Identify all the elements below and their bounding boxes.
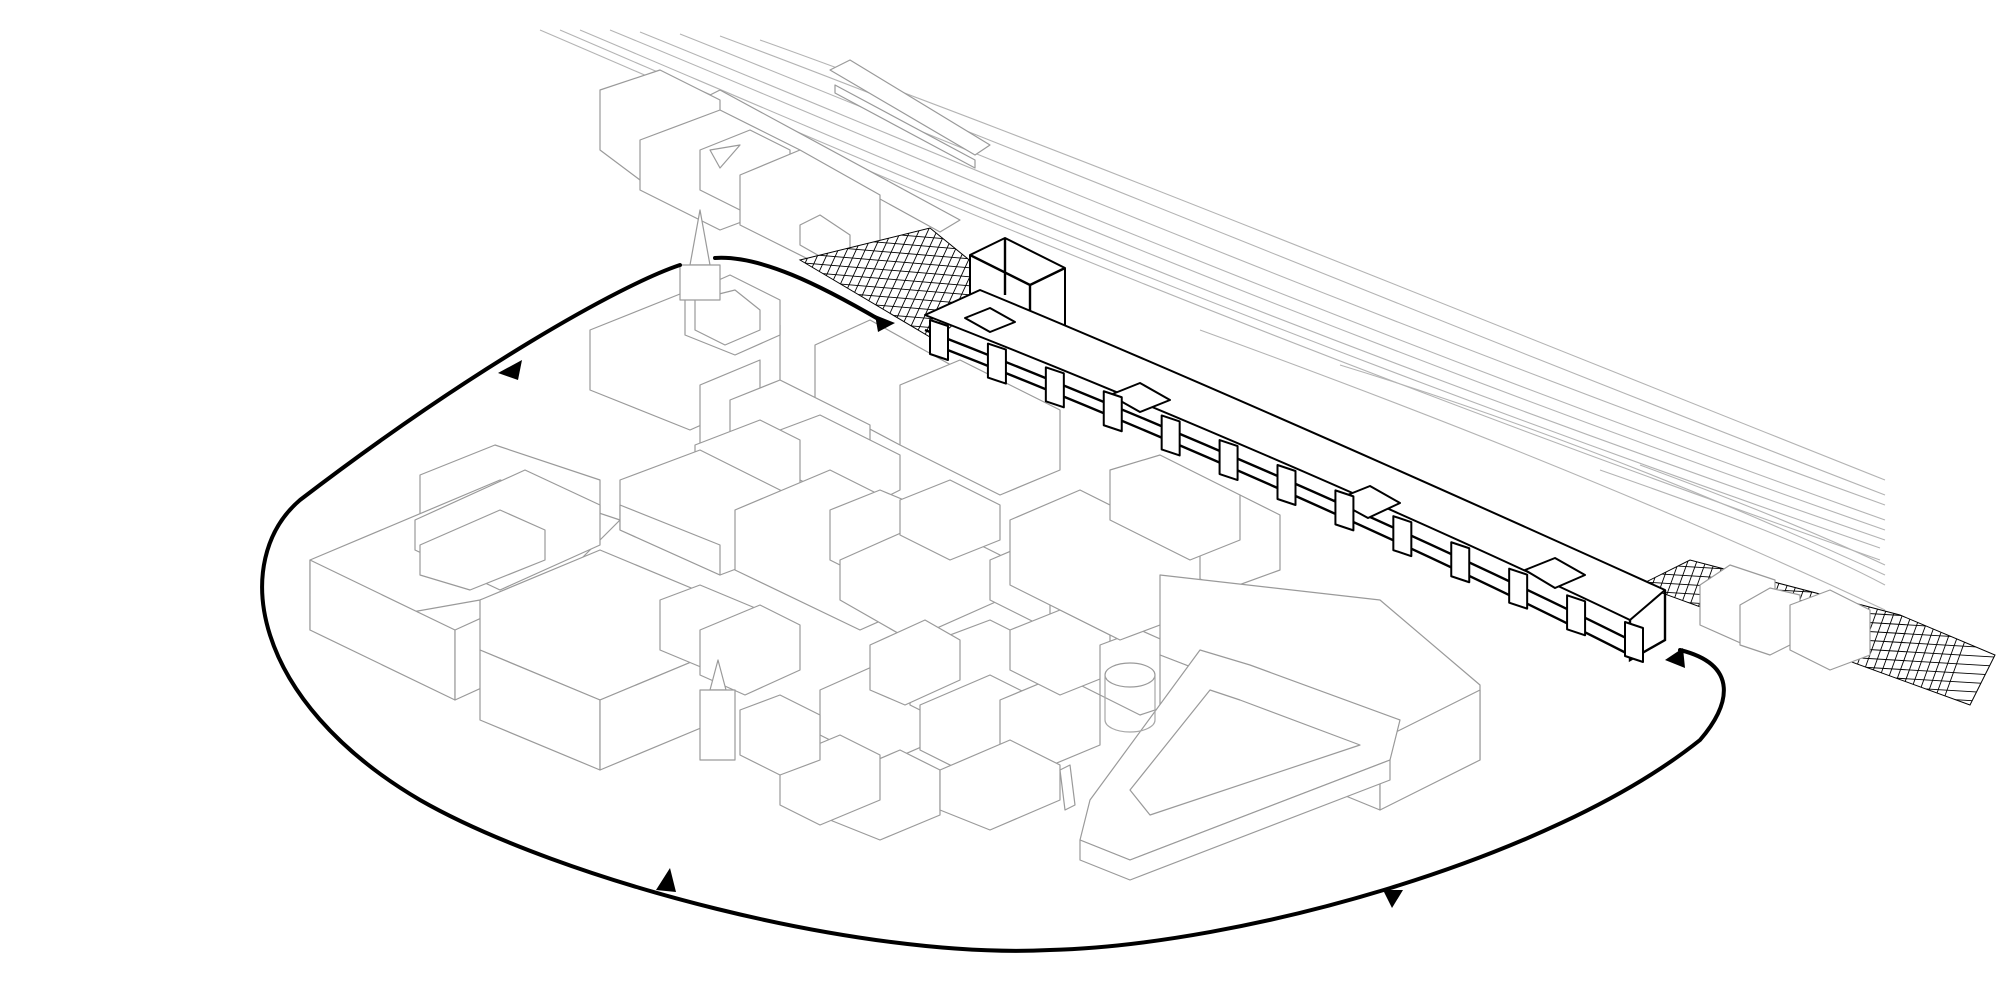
project-pier [1160, 414, 1181, 457]
project-pier [929, 319, 949, 361]
project-pier [1508, 567, 1529, 610]
station-platforms [699, 59, 991, 233]
right-context-buildings [1699, 564, 1871, 671]
project-piers [929, 319, 1644, 663]
plaza-left-hatch-line [800, 300, 1000, 332]
project-pier [1624, 621, 1644, 663]
project-pier [1334, 489, 1355, 532]
roof-courtyard-4 [1524, 557, 1586, 589]
plaza-left-hatch-line [800, 237, 1000, 269]
plaza-left-hatch-line [800, 246, 1000, 278]
plaza-right-hatch-line [1640, 693, 1995, 705]
loop-arrow-2 [656, 868, 676, 892]
loop-path-top [713, 255, 882, 322]
project-base-line [924, 328, 1631, 642]
project-pier [1102, 390, 1123, 433]
project-building [924, 237, 1667, 663]
station-context-buildings [599, 69, 881, 266]
project-pier [1566, 594, 1587, 637]
plaza-left-hatch-line [800, 282, 1000, 314]
project-base-line-2 [934, 343, 1631, 657]
plaza-left-hatch-line [800, 273, 1000, 305]
roof-courtyard-2 [1109, 382, 1171, 413]
project-pier [1392, 515, 1413, 558]
plaza-left-hatch-line [800, 264, 1000, 296]
city-blocks [309, 209, 1481, 881]
loop-arrow-1 [498, 360, 522, 380]
plaza-left-hatch-line [800, 228, 1000, 260]
roof-courtyard-3 [1334, 485, 1401, 519]
project-pier [1044, 366, 1065, 409]
project-pier [1450, 541, 1471, 584]
loop-arrow-5 [875, 315, 895, 332]
plaza-right-hatch-line [1640, 560, 1666, 705]
plaza-right-hatch-line [1640, 702, 1995, 705]
project-pier [1276, 464, 1297, 506]
project-pier [986, 342, 1007, 385]
loop-arrow-4 [1665, 648, 1685, 668]
circulation-loop [260, 255, 1726, 953]
plaza-right-hatch-line [1560, 712, 2000, 742]
loop-path [260, 263, 1726, 953]
plaza-left-hatch-line [800, 291, 1000, 323]
roof-courtyard-1 [964, 307, 1016, 333]
loop-arrow-3 [1383, 890, 1403, 908]
project-pier [1218, 439, 1239, 482]
plaza-left-hatch-line [800, 255, 1000, 287]
